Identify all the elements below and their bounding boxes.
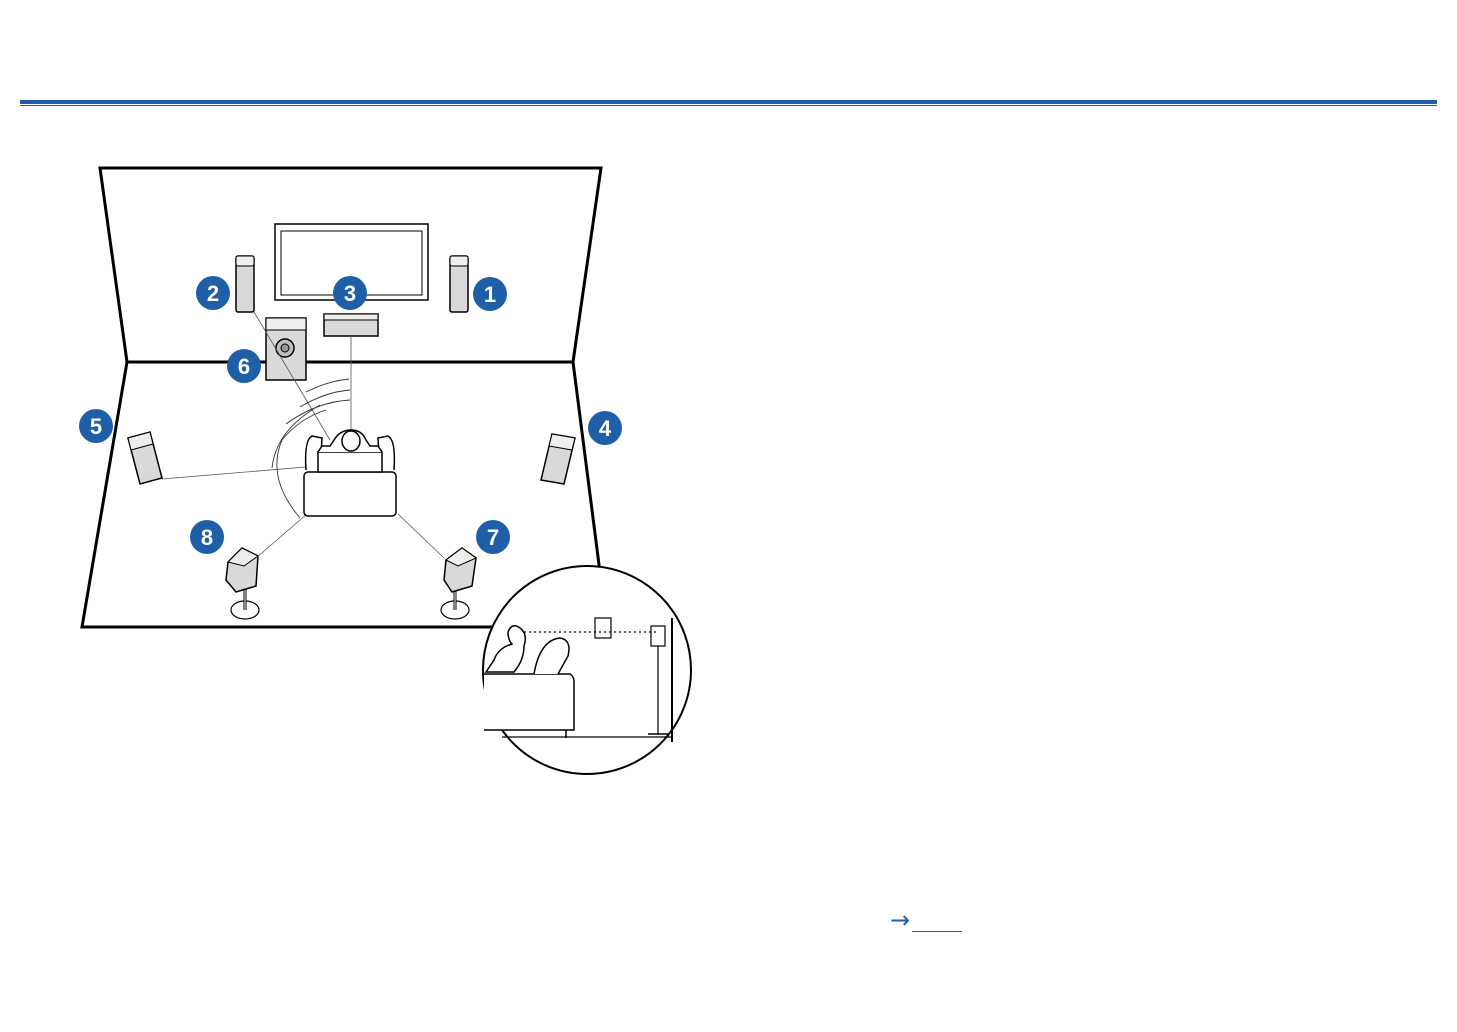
- page-link-underline[interactable]: [912, 931, 962, 932]
- listening-chair: [304, 430, 396, 516]
- svg-text:4: 4: [599, 416, 612, 441]
- badge-5: 5: [79, 409, 113, 443]
- badge-2: 2: [196, 276, 230, 310]
- svg-text:2: 2: [207, 281, 219, 306]
- badge-7: 7: [476, 520, 510, 554]
- svg-text:3: 3: [344, 281, 356, 306]
- svg-text:5: 5: [90, 414, 102, 439]
- page-reference-link[interactable]: →: [890, 905, 962, 935]
- svg-text:6: 6: [238, 354, 250, 379]
- front-right-speaker: [450, 256, 468, 312]
- svg-text:7: 7: [487, 525, 499, 550]
- badge-1: 1: [473, 277, 507, 311]
- front-left-speaker: [236, 256, 254, 312]
- badge-6: 6: [227, 349, 261, 383]
- arrow-right-icon: →: [890, 905, 910, 935]
- surround-back-left-speaker: [226, 548, 259, 619]
- badge-4: 4: [588, 411, 622, 445]
- side-view-inset: [483, 566, 691, 774]
- badge-8: 8: [190, 520, 224, 554]
- surround-left-speaker: [128, 432, 162, 484]
- surround-back-right-speaker: [441, 548, 476, 619]
- svg-text:8: 8: [201, 525, 213, 550]
- badge-3: 3: [333, 276, 367, 310]
- surround-right-speaker: [541, 434, 575, 484]
- center-speaker: [324, 314, 378, 336]
- subwoofer-speaker: [266, 318, 306, 380]
- svg-text:1: 1: [484, 282, 496, 307]
